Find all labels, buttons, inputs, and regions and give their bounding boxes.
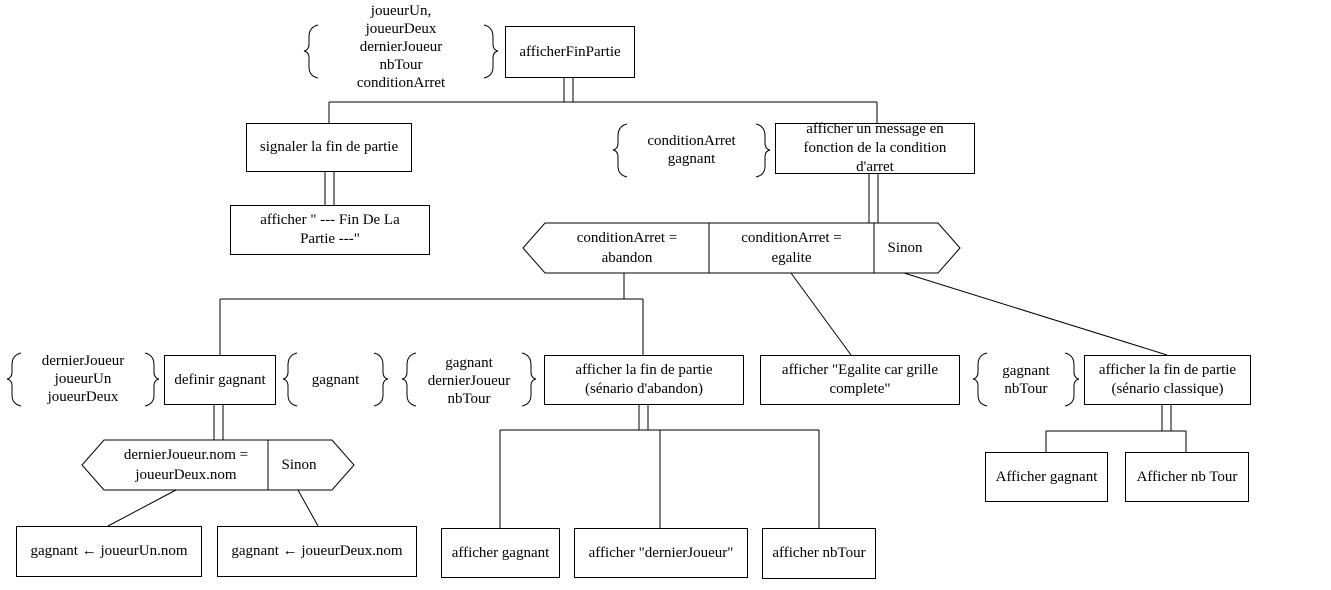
egalite-branch-line [790, 272, 852, 356]
abandon-params: gagnant dernierJoueur nbTour [427, 355, 511, 407]
abandon-leaf-gagnant: afficher gagnant [441, 528, 560, 578]
message-connector [735, 174, 879, 224]
classique-params: gagnant nbTour [1002, 363, 1050, 397]
root-params: joueurUn, joueurDeux dernierJoueur nbTou… [356, 3, 446, 91]
gagnant-joueurun-box: gagnant ← joueurUn.nom [16, 526, 202, 577]
classique-params-brace [972, 352, 1080, 407]
classique-box: afficher la fin de partie (sénario class… [1084, 355, 1251, 405]
definir-params-in-brace [6, 352, 160, 407]
definir-params-out-brace [282, 352, 389, 407]
main-switch-shape [522, 222, 961, 274]
definir-params-in: dernierJoueur joueurUn joueurDeux [41, 353, 125, 405]
definir-gagnant-box: definir gagnant [164, 355, 276, 405]
abandon-branch-lines [219, 273, 644, 355]
switch-cond-sinon: Sinon [887, 240, 923, 256]
root-box: afficherFinPartie [505, 26, 635, 78]
root-connector [328, 78, 878, 123]
gagnant-switch-cond: dernierJoueur.nom = joueurDeux.nom [123, 447, 249, 483]
definir-connector [213, 405, 224, 440]
definir-params-out: gagnant [311, 371, 360, 388]
abandon-leaf-connector [499, 405, 820, 528]
signal-connector [324, 172, 335, 205]
abandon-box: afficher la fin de partie (sénario d'aba… [544, 355, 744, 405]
gagnant-switch-sinon: Sinon [281, 457, 317, 473]
switch-cond-abandon: conditionArret = abandon [576, 230, 678, 266]
classique-leaf-gagnant: Afficher gagnant [985, 452, 1108, 502]
message-box: afficher un message en fonction de la co… [775, 121, 975, 175]
abandon-leaf-nbtour: afficher nbTour [762, 528, 876, 579]
message-params: conditionArret gagnant [647, 133, 736, 167]
gagnant-switch-shape [81, 439, 355, 527]
abandon-params-brace [401, 352, 537, 407]
gagnant-joueurdeux-box: gagnant ← joueurDeux.nom [217, 526, 417, 577]
signal-box: signaler la fin de partie [246, 123, 412, 172]
root-params-brace [303, 24, 499, 79]
message-params-brace [612, 123, 771, 178]
classique-branch-line [903, 272, 1168, 356]
abandon-leaf-dernierjoueur: afficher "dernierJoueur" [574, 528, 748, 578]
classique-leaf-connector [1045, 405, 1187, 452]
signal-child-box: afficher " --- Fin De La Partie ---" [230, 205, 430, 255]
egalite-box: afficher "Egalite car grille complete" [760, 355, 960, 405]
switch-cond-egalite: conditionArret = egalite [741, 230, 842, 266]
classique-leaf-nbtour: Afficher nb Tour [1125, 452, 1249, 502]
